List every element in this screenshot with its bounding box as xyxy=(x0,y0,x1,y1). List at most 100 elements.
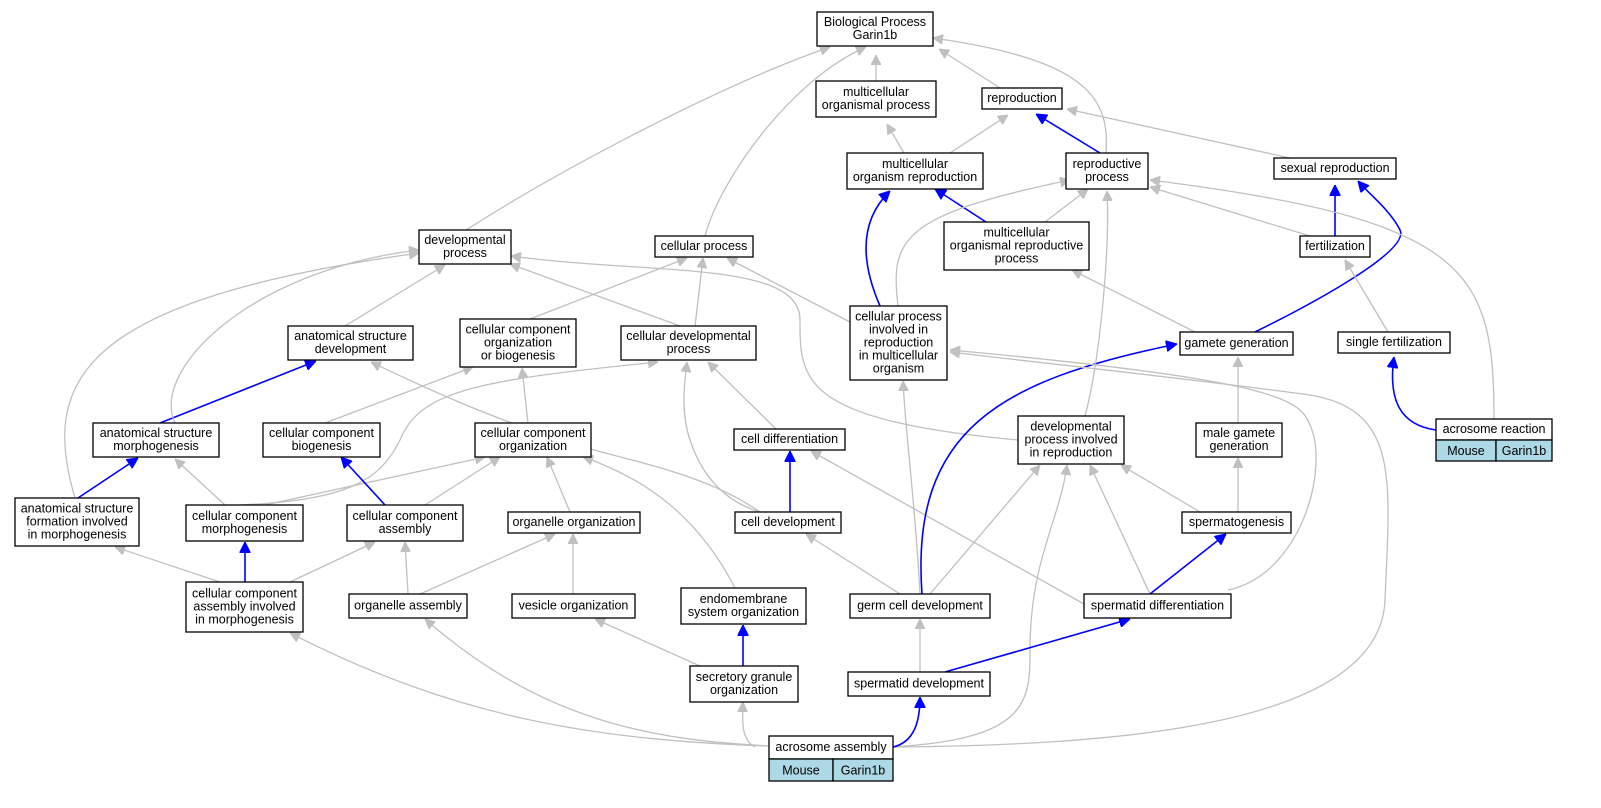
node-repro[interactable]: reproduction xyxy=(981,87,1063,110)
edge-spdiff-to-dpir xyxy=(1090,465,1151,595)
node-label-line: cell differentiation xyxy=(741,432,838,446)
node-label-line: organization xyxy=(710,683,778,697)
edge-spdiff-to-spgen xyxy=(1149,534,1226,595)
node-celldev[interactable]: cell development xyxy=(734,511,842,534)
edge-aa-to-spdev xyxy=(892,697,920,748)
tag-ar-species[interactable]: Mouse xyxy=(1435,439,1497,462)
tag-aa-species[interactable]: Mouse xyxy=(768,758,834,782)
node-box xyxy=(1337,331,1451,354)
node-gcd[interactable]: germ cell development xyxy=(849,593,991,619)
node-label-line: vesicle organization xyxy=(519,599,629,613)
node-label-line: in morphogenesis xyxy=(28,528,127,542)
node-vo[interactable]: vesicle organization xyxy=(511,593,636,619)
node-aa[interactable]: acrosome assembly xyxy=(768,735,894,760)
tag-ar-gene[interactable]: Garin1b xyxy=(1495,439,1553,462)
node-label-line: secretory granule xyxy=(696,670,793,684)
edge-gg-to-morp xyxy=(1072,269,1196,333)
node-label-line: cellular developmental xyxy=(626,329,750,343)
node-sexrep[interactable]: sexual reproduction xyxy=(1273,157,1397,180)
node-label-line: acrosome reaction xyxy=(1443,422,1546,436)
node-box xyxy=(1017,415,1125,465)
node-label-line: organismal reproductive xyxy=(950,239,1083,253)
edge-gg-to-sexrep xyxy=(1254,181,1402,333)
node-box xyxy=(734,511,842,534)
edge-aa-to-ccaim xyxy=(290,632,770,747)
node-spdiff[interactable]: spermatid differentiation xyxy=(1083,593,1232,619)
node-ar[interactable]: acrosome reaction xyxy=(1435,418,1553,441)
tag-aa-gene[interactable]: Garin1b xyxy=(832,758,894,782)
node-label-line: organism xyxy=(873,362,924,376)
tag-cell xyxy=(832,758,894,782)
node-box xyxy=(474,422,592,458)
node-label-line: organization xyxy=(484,336,552,350)
node-label-line: male gamete xyxy=(1203,426,1275,440)
edge-asd-to-devp xyxy=(344,265,445,327)
node-box xyxy=(816,11,934,47)
edge-morp-to-mor xyxy=(935,188,987,223)
edge-dpir-to-rp xyxy=(1084,191,1108,417)
node-box xyxy=(287,325,414,361)
node-cellp[interactable]: cellular process xyxy=(654,235,754,258)
edge-cdp-to-cellp xyxy=(694,258,703,327)
edge-dpir-to-devp xyxy=(511,256,1019,441)
edge-gcd-to-gg xyxy=(920,344,1177,595)
node-box xyxy=(847,671,991,697)
node-label-line: in reproduction xyxy=(1030,446,1113,460)
node-label-line: Biological Process xyxy=(824,15,926,29)
node-box xyxy=(1065,152,1149,190)
node-label-line: cellular component xyxy=(192,509,297,523)
node-box xyxy=(1083,593,1232,619)
node-box xyxy=(654,235,754,258)
edge-ccaim-to-cca xyxy=(289,542,375,583)
node-sf[interactable]: single fertilization xyxy=(1337,331,1451,354)
tag-label: Mouse xyxy=(782,764,820,778)
node-label-line: formation involved xyxy=(26,515,127,529)
node-oa[interactable]: organelle assembly xyxy=(348,593,468,619)
node-fert[interactable]: fertilization xyxy=(1299,235,1371,258)
node-spgen[interactable]: spermatogenesis xyxy=(1181,511,1292,534)
edge-mor-to-mop xyxy=(887,124,905,154)
node-label-line: process xyxy=(443,246,487,260)
node-oo[interactable]: organelle organization xyxy=(507,511,641,534)
node-celldiff[interactable]: cell differentiation xyxy=(733,428,846,451)
node-label-line: involved in xyxy=(869,323,928,337)
node-box xyxy=(1195,422,1283,458)
node-label-line: organelle assembly xyxy=(354,599,462,613)
edge-morp-to-rp xyxy=(1044,189,1088,223)
edge-cco-to-ccob xyxy=(522,368,529,424)
node-spdev[interactable]: spermatid development xyxy=(847,671,991,697)
edge-ccb-to-ccob xyxy=(324,367,473,424)
node-label-line: cellular process xyxy=(855,310,942,324)
node-label-line: morphogenesis xyxy=(113,439,198,453)
node-gg[interactable]: gamete generation xyxy=(1179,331,1294,356)
node-box xyxy=(733,428,846,451)
node-box xyxy=(185,504,304,542)
node-label-line: cellular process xyxy=(661,239,748,253)
node-label-line: developmental xyxy=(424,233,505,247)
edge-aa-to-dpir xyxy=(889,465,1067,748)
node-label-line: multicellular xyxy=(984,226,1050,240)
edge-sexrep-to-repro xyxy=(1067,109,1291,159)
node-label-line: assembly xyxy=(379,522,433,536)
